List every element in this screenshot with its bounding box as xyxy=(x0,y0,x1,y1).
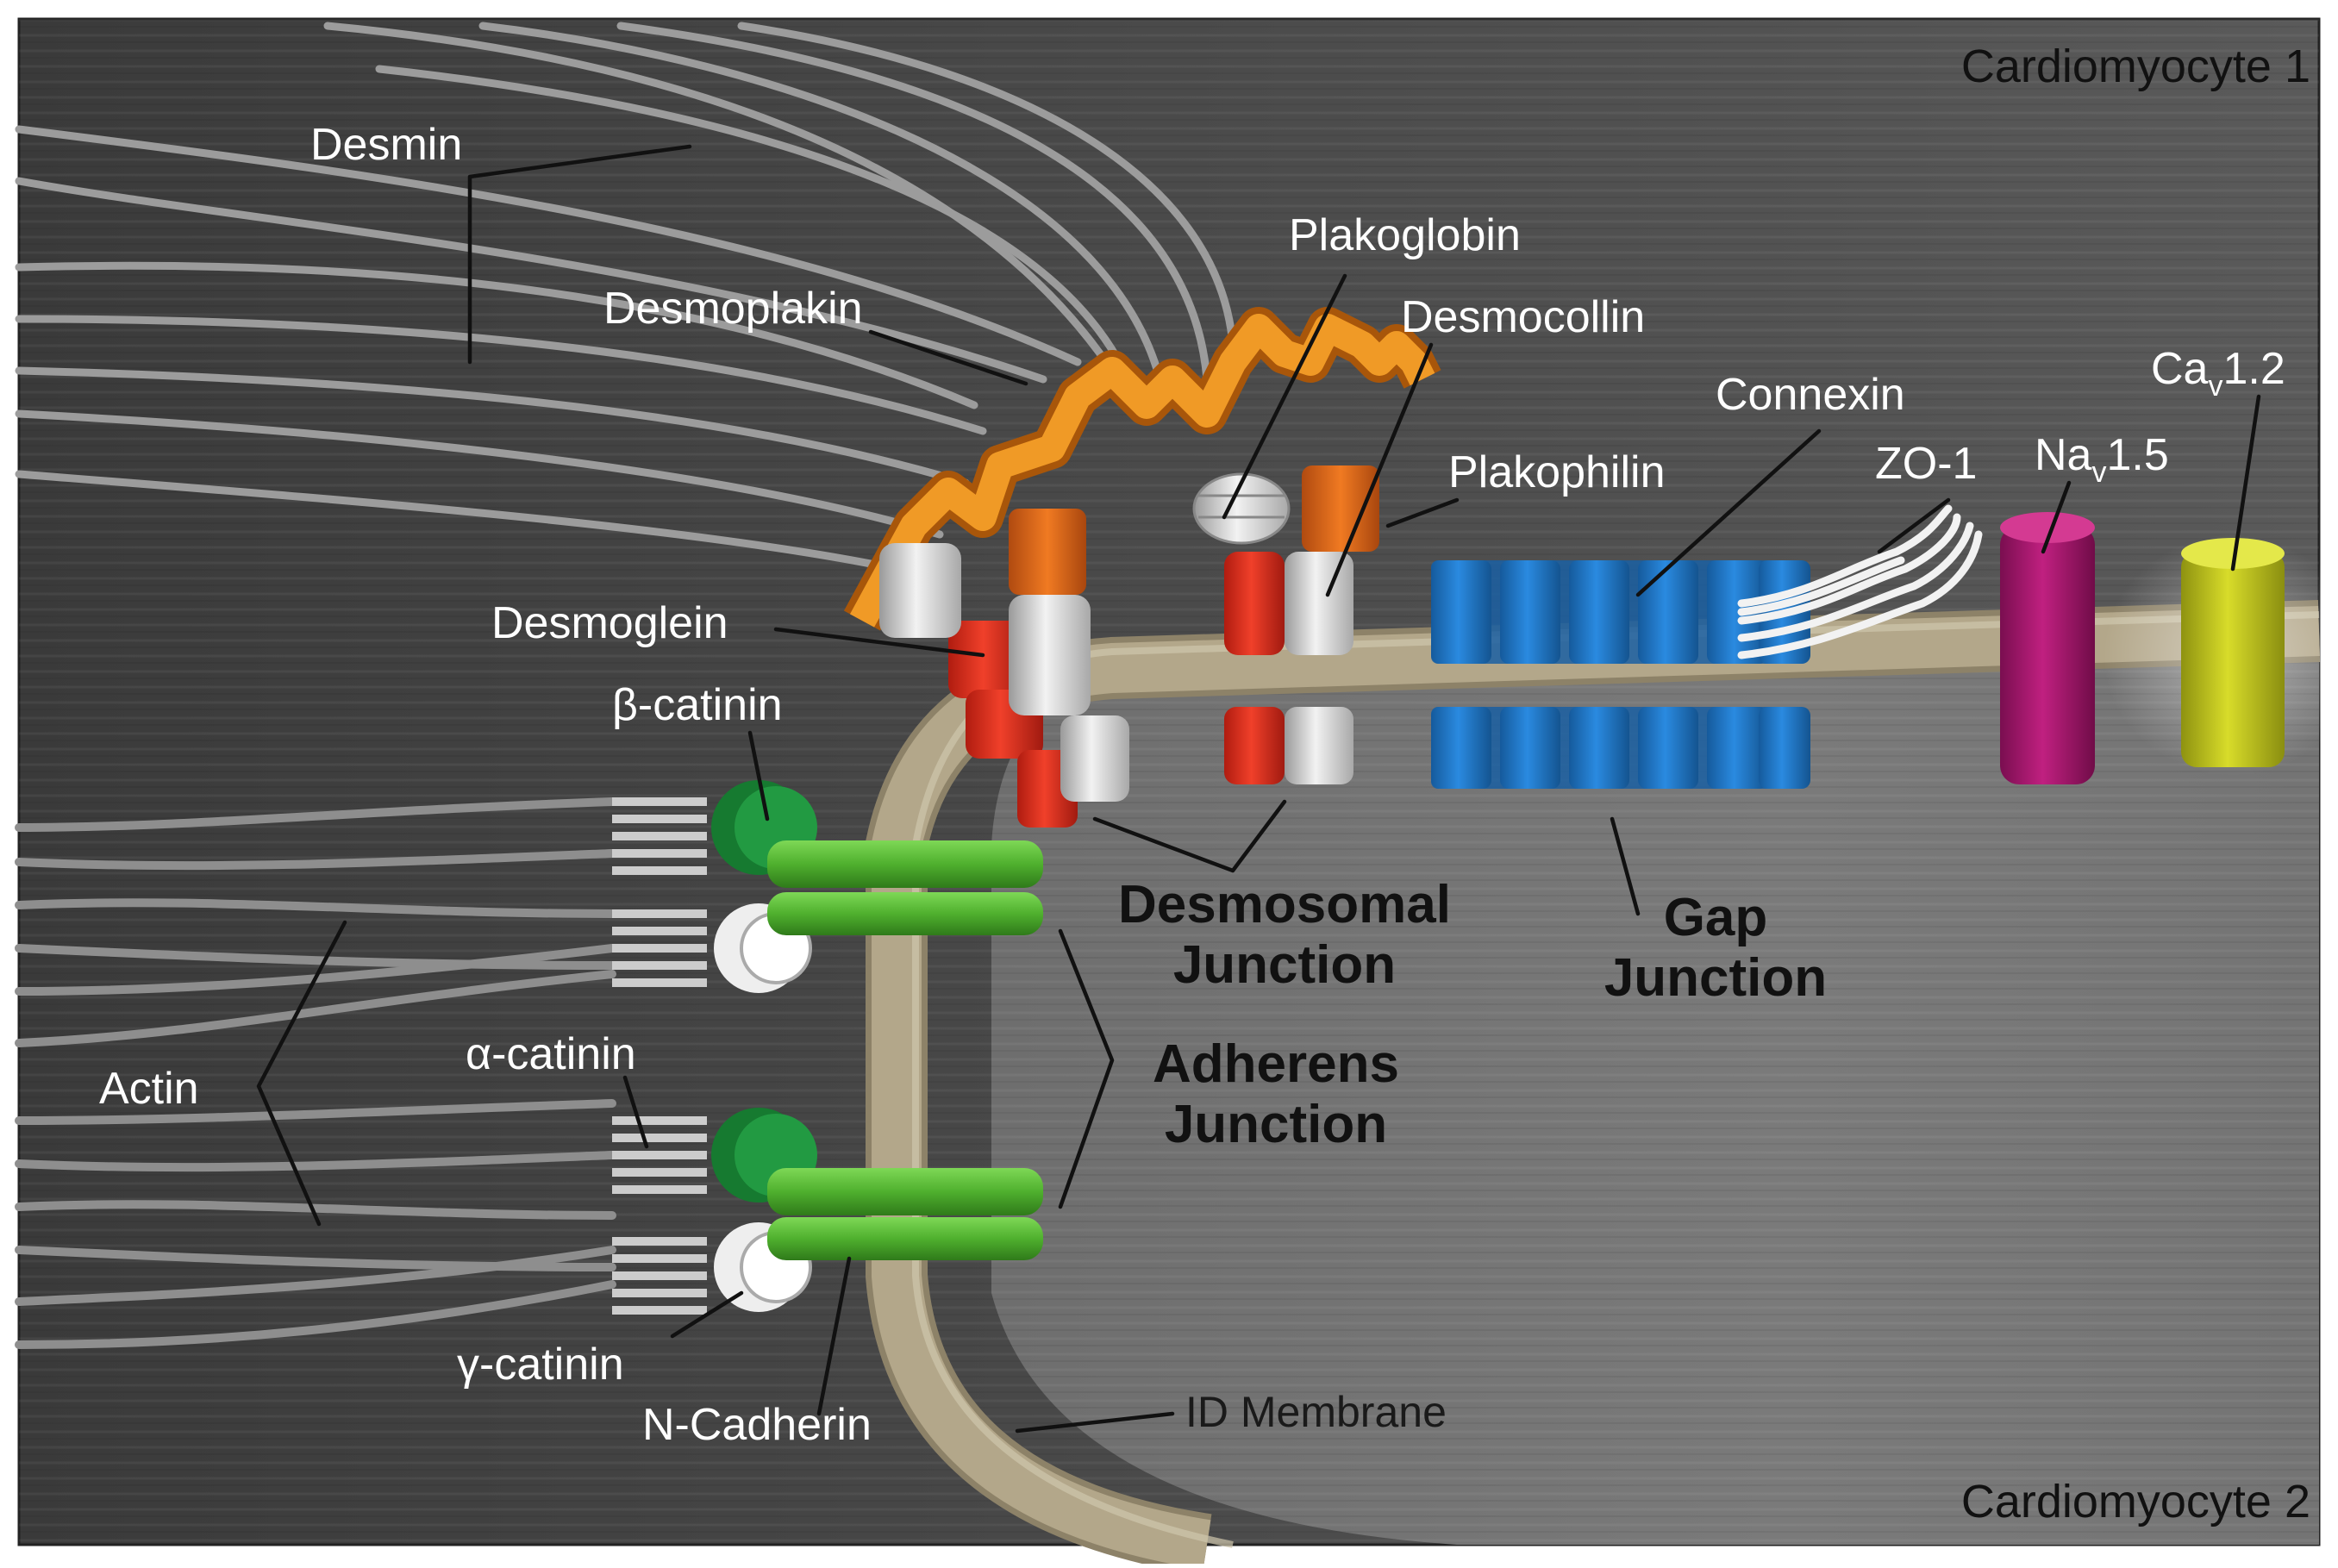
desmin-filaments xyxy=(15,22,1238,573)
label-desmosomal-junction-line1: Desmosomal xyxy=(1118,875,1451,934)
label-plakophilin: Plakophilin xyxy=(1448,447,1666,497)
label-cardiomyocyte-1: Cardiomyocyte 1 xyxy=(1961,41,2310,92)
label-desmoglein: Desmoglein xyxy=(491,598,728,648)
connexin-gap-junction xyxy=(1431,560,1810,789)
label-zo1: ZO-1 xyxy=(1875,439,1977,489)
label-cav: Cav1.2 xyxy=(2151,344,2285,403)
label-cardiomyocyte-2: Cardiomyocyte 2 xyxy=(1961,1476,2310,1527)
cav-channel xyxy=(2104,534,2338,776)
label-plakoglobin: Plakoglobin xyxy=(1289,210,1521,260)
desmoplakin-protein xyxy=(843,307,1441,631)
label-gamma-catenin: γ-catinin xyxy=(457,1340,624,1390)
label-alpha-catenin: α-catinin xyxy=(466,1029,636,1079)
label-actin: Actin xyxy=(99,1064,199,1114)
plakophilin-protein xyxy=(1009,465,1379,595)
label-nav: Nav1.5 xyxy=(2035,430,2169,489)
label-desmoplakin: Desmoplakin xyxy=(603,284,863,334)
adherens-complex-lower xyxy=(612,1108,1043,1315)
label-adherens-junction-line1: Adherens xyxy=(1153,1034,1399,1094)
nav-channel xyxy=(2000,512,2095,784)
label-adherens-junction-line2: Junction xyxy=(1165,1095,1387,1154)
leader-lines xyxy=(256,144,2261,1434)
label-desmosomal-junction-line2: Junction xyxy=(1173,935,1396,995)
zo1-protein xyxy=(1737,504,1983,659)
desmocollin-protein xyxy=(879,543,1353,802)
label-beta-catenin: β-catinin xyxy=(612,680,783,730)
label-id-membrane: ID Membrane xyxy=(1185,1388,1447,1436)
label-desmocollin: Desmocollin xyxy=(1401,292,1645,342)
adherens-complex-upper xyxy=(612,780,1043,993)
label-connexin: Connexin xyxy=(1716,370,1905,420)
label-gap-junction-line1: Gap xyxy=(1664,888,1768,947)
label-gap-junction-line2: Junction xyxy=(1604,948,1827,1008)
label-desmin: Desmin xyxy=(310,120,462,170)
plakoglobin-protein xyxy=(1192,472,1291,545)
actin-filaments xyxy=(15,797,616,1349)
label-n-cadherin: N-Cadherin xyxy=(642,1400,872,1450)
